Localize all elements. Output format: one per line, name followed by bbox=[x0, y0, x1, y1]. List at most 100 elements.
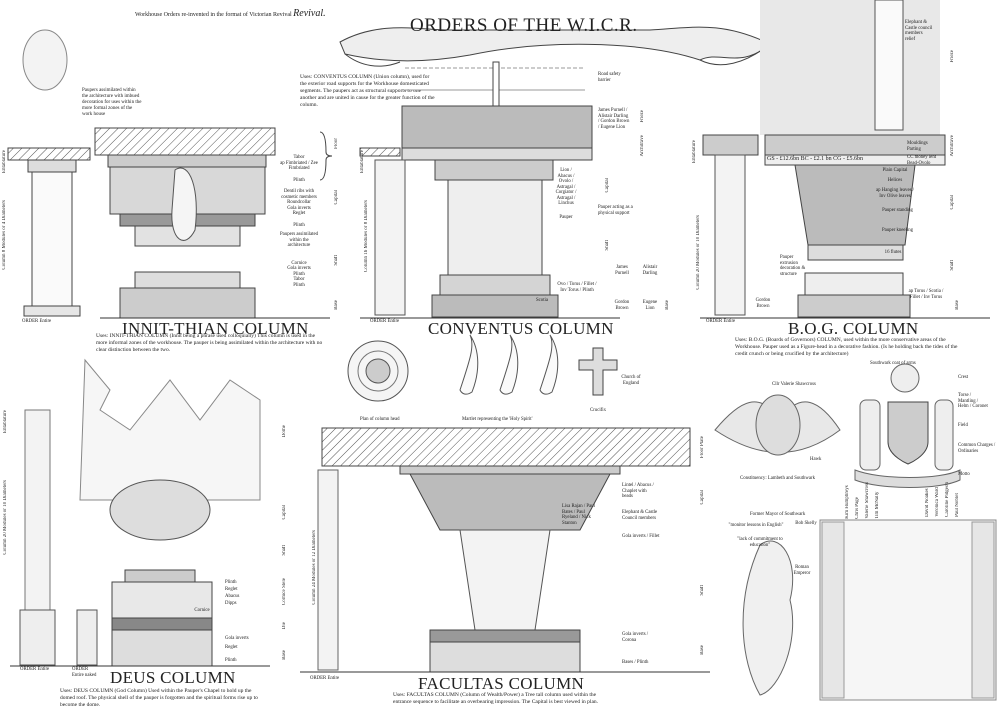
label: Paupers assimilated within the architect… bbox=[280, 232, 318, 248]
label: Cornice bbox=[291, 260, 307, 266]
label: Gordon Brown bbox=[755, 298, 771, 309]
label: Eugene Lion bbox=[642, 300, 658, 311]
innit-labels: Tabor ap Fimbriated / Zee Fimbriated Pli… bbox=[280, 155, 318, 288]
label: Tabor bbox=[293, 155, 305, 160]
deus-description: Uses: DEUS COLUMN (God Column) Used with… bbox=[60, 688, 258, 708]
facultas-title: FACULTAS COLUMN bbox=[418, 674, 585, 693]
name: Valerie Shawcross bbox=[865, 482, 870, 519]
coat-of-arms-caption: Southwark coat of arms bbox=[870, 361, 916, 366]
label: Gordon Brown bbox=[614, 300, 630, 311]
name: Tim McNally bbox=[875, 491, 880, 519]
cross-caption: Crucifix bbox=[590, 408, 606, 413]
label: Torse / Mantling / Helm / Coronet bbox=[958, 393, 988, 409]
label: Plinth bbox=[225, 580, 237, 585]
label: Gola inverts / Fillet bbox=[622, 534, 660, 539]
label: Cornice bbox=[194, 608, 210, 613]
deus-title: DEUS COLUMN bbox=[110, 668, 236, 687]
conventus-title: CONVENTUS COLUMN bbox=[428, 319, 614, 338]
label: Ovo / Torus / Fillet / Inv Torus / Plint… bbox=[557, 282, 597, 293]
label: Plinth bbox=[225, 658, 237, 663]
martlet-icon bbox=[459, 334, 559, 395]
mayor-label: Former Mayor of Southwark bbox=[750, 512, 806, 517]
name: Caroline Pidgeon bbox=[945, 482, 950, 517]
label: Crest bbox=[958, 375, 969, 380]
label: Common Charges / Ordinaries bbox=[958, 443, 996, 454]
bog-title: B.O.G. COLUMN bbox=[788, 319, 919, 338]
label: Gola inverts bbox=[225, 636, 249, 641]
label: Plinth bbox=[293, 271, 305, 277]
hawk-label: Hawk bbox=[810, 457, 822, 462]
label: Dipps bbox=[225, 601, 237, 606]
names-right: David Noakes Veronica Ward Caroline Pidg… bbox=[925, 482, 980, 517]
subtitle-emphasis: Revival. bbox=[293, 8, 326, 19]
cllr-label: Cllr Valerie Shawcross bbox=[772, 382, 816, 387]
deus-order-label-naked: ORDER Entire naked bbox=[72, 667, 97, 678]
label: Reglet bbox=[225, 645, 238, 650]
label: ap Hanging leaves / Inv Olive leaves bbox=[876, 188, 914, 199]
innit-description: Uses: INNIT-THIAN COLUMN (Innit being a … bbox=[96, 333, 323, 353]
label: Gola inverts / Corona bbox=[622, 632, 649, 643]
label: Pauper acting as a physical support bbox=[598, 205, 633, 216]
label: Pauper bbox=[559, 215, 573, 220]
label: Field bbox=[958, 423, 968, 428]
sheet-subtitle: Workhouse Orders re-invented in the form… bbox=[135, 8, 326, 19]
label: Pauper kneeling bbox=[881, 228, 914, 233]
bog-description: Uses: B.O.G. (Boards of Governors) COLUM… bbox=[735, 337, 958, 357]
label: James Purnell / Alistair Darling / Gordo… bbox=[598, 108, 630, 130]
subtitle-text: Workhouse Orders re-invented in the form… bbox=[135, 12, 292, 18]
name: David Noakes bbox=[925, 488, 930, 517]
innit-title: INNIT-THIAN COLUMN bbox=[122, 319, 309, 338]
quote-2: "lack of commitment to education" bbox=[737, 537, 783, 548]
label: Plinth bbox=[293, 222, 305, 228]
label: Dentil ribs with cosmetic members bbox=[281, 189, 317, 200]
label: Gola inverts bbox=[287, 266, 311, 271]
label: Roundcollar bbox=[287, 200, 311, 205]
label: Motto bbox=[958, 472, 970, 477]
banner-title: ORDERS OF THE W.I.C.R. bbox=[410, 15, 638, 36]
deus-order-label: ORDER Entire bbox=[20, 667, 50, 672]
label: Abacus bbox=[225, 594, 240, 599]
swifts-caption: Martlet representing the 'Holy Spirit' bbox=[462, 417, 533, 422]
label: Alistair Darling bbox=[642, 265, 658, 276]
label: Road safety barrier bbox=[598, 72, 621, 83]
name: Veronica Ward bbox=[935, 487, 940, 517]
quote-1: "monitor lessons in English" bbox=[728, 523, 784, 528]
label: ap Torus / Scotia / Fillet / Inv Torus bbox=[908, 289, 944, 300]
label: ap Fimbriated / Zee Fimbriated bbox=[280, 160, 318, 172]
label: James Purnell bbox=[615, 265, 629, 276]
label: Lisa Rajan / Paul Bates / Paul Ryeland /… bbox=[562, 504, 595, 526]
label: Helices bbox=[887, 178, 903, 183]
label: Pauper standing bbox=[882, 208, 913, 213]
name: Paul Noblet bbox=[955, 493, 960, 517]
innit-note: Paupers assimilated within the architect… bbox=[82, 88, 142, 117]
label: Plain Capital bbox=[882, 168, 908, 173]
label: Lion / Abacus / Ovolo / Astragal / Corgi… bbox=[555, 168, 577, 206]
label: Lintel / Abacus / Chaplet with beads bbox=[622, 483, 654, 499]
rose-window-icon bbox=[347, 340, 409, 402]
bob-label: Bob Skelly bbox=[795, 521, 817, 526]
label: 16 flutes bbox=[884, 250, 902, 255]
bog-order-label: ORDER Entire bbox=[706, 319, 736, 324]
label: Mouldings Parting bbox=[907, 141, 928, 152]
label: Reglet bbox=[292, 211, 306, 216]
name: Chris Page bbox=[855, 496, 860, 519]
label: Reglet bbox=[225, 587, 238, 592]
label: Scotia bbox=[536, 298, 548, 303]
label: Plinth bbox=[293, 282, 305, 288]
crucifix-icon bbox=[578, 347, 618, 396]
label: Tabor bbox=[293, 277, 305, 282]
label: Gola inverts bbox=[287, 205, 311, 211]
bog-frieze-text: GS - £12.6bn BC - £2.1 bn CG - £5.6bn bbox=[767, 156, 864, 162]
label: CC money lent Bead-Ovolo bbox=[907, 155, 937, 166]
conventus-description: Uses: CONVENTUS COLUMN (Union column), u… bbox=[300, 74, 435, 108]
facultas-order-label: ORDER Entire bbox=[310, 676, 340, 681]
innit-order-label: ORDER Entire bbox=[22, 319, 52, 324]
constituency-label: Constituency: Lambeth and Southwark bbox=[740, 476, 816, 481]
